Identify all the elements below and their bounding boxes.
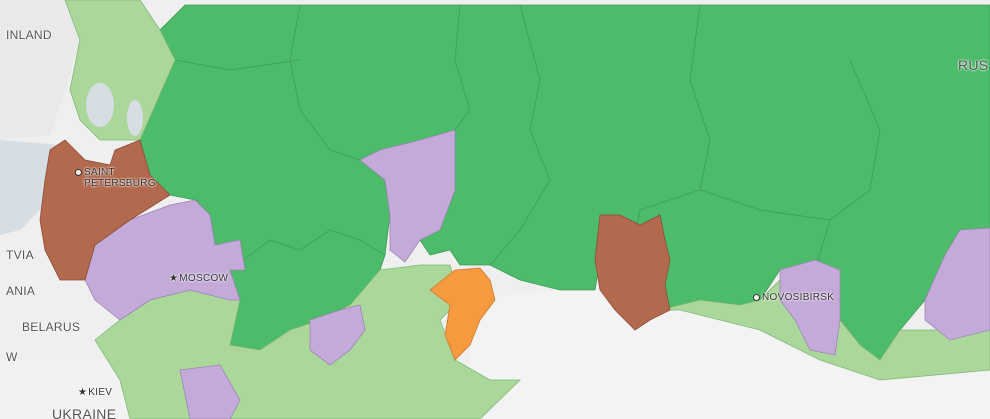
lake-ladoga bbox=[86, 83, 114, 127]
city-name-kiev: KIEV bbox=[88, 387, 113, 398]
city-label-novosibirsk: NOVOSIBIRSK bbox=[753, 292, 834, 303]
country-label-belarus: BELARUS bbox=[22, 320, 81, 334]
region-brown-leningrad bbox=[39, 139, 171, 281]
country-label-lithuania: ANIA bbox=[6, 284, 36, 298]
city-name-saint-petersburg: SAINT PETERSBURG bbox=[84, 167, 156, 189]
finland-land bbox=[0, 0, 80, 140]
country-label-latvia: TVIA bbox=[6, 248, 34, 262]
kazakhstan-land bbox=[470, 285, 990, 419]
country-label-w: W bbox=[6, 350, 18, 364]
region-brown-tyumen bbox=[594, 214, 671, 331]
country-label-russia: RUS bbox=[958, 57, 989, 73]
region-orange-chelyabinsk bbox=[429, 267, 496, 361]
country-label-ukraine: UKRAINE bbox=[52, 406, 117, 419]
country-label-finland: INLAND bbox=[6, 28, 52, 42]
city-name-novosibirsk: NOVOSIBIRSK bbox=[762, 292, 835, 303]
region-lavender-novosibirsk bbox=[779, 259, 841, 356]
city-label-saint-petersburg: SAINT PETERSBURG bbox=[75, 167, 156, 189]
city-dot-icon bbox=[75, 168, 82, 176]
region-lavender-south bbox=[309, 304, 366, 366]
capital-star-icon: ★ bbox=[78, 387, 88, 398]
city-name-moscow: MOSCOW bbox=[179, 273, 229, 284]
city-dot-icon bbox=[753, 293, 760, 301]
region-lavender-central bbox=[84, 199, 246, 321]
lake-onega bbox=[127, 100, 143, 136]
green-internal-borders bbox=[174, 4, 881, 271]
city-label-kiev: ★KIEV bbox=[78, 387, 112, 398]
region-lavender-komi bbox=[359, 129, 456, 263]
capital-star-icon: ★ bbox=[169, 273, 179, 284]
city-label-moscow: ★MOSCOW bbox=[169, 273, 228, 284]
region-lavender-east bbox=[924, 227, 990, 341]
region-lavender-southwest bbox=[179, 364, 241, 419]
